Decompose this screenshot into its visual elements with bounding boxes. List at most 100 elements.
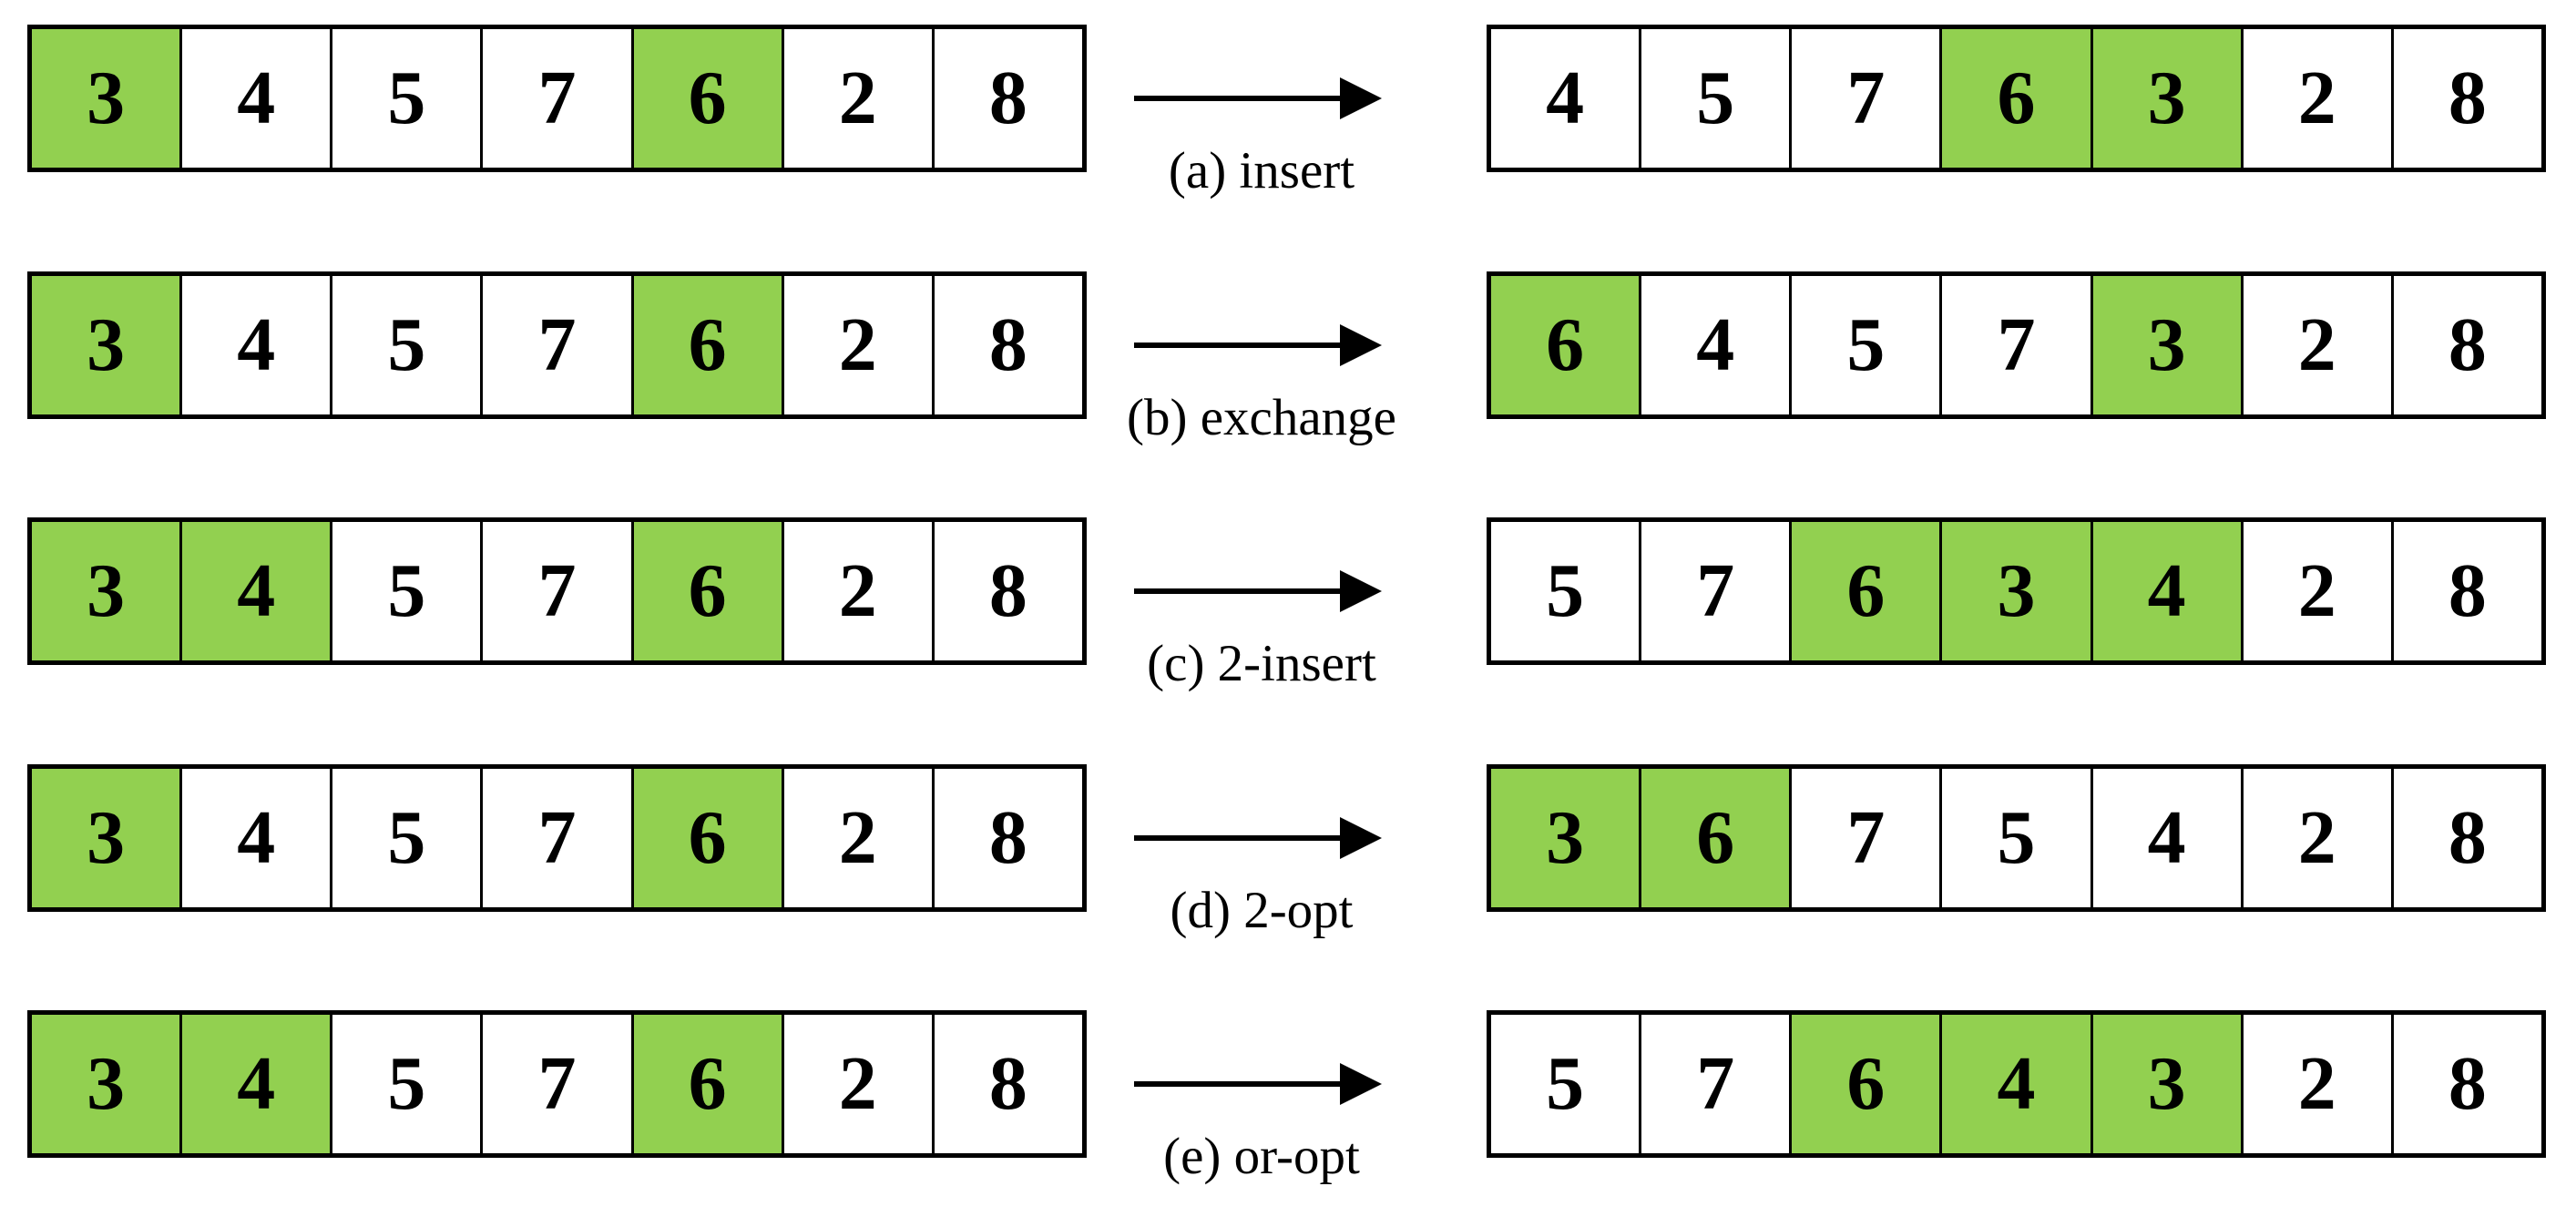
array-cell: 8 [2390, 29, 2541, 168]
array-cell: 3 [1491, 769, 1640, 907]
array-cell: 7 [480, 769, 631, 907]
cell-value: 8 [988, 1041, 1027, 1126]
array-cell: 2 [2240, 1015, 2391, 1153]
cell-value: 6 [688, 302, 727, 387]
cell-value: 7 [537, 548, 577, 633]
cell-value: 7 [537, 1041, 577, 1126]
cell-value: 5 [387, 795, 426, 880]
operator-label: (a) insert [1168, 142, 1355, 199]
array-cell: 3 [2090, 276, 2241, 414]
array-cell: 6 [630, 769, 782, 907]
cell-value: 6 [1846, 548, 1886, 633]
cell-value: 4 [2147, 795, 2186, 880]
array-cell: 2 [781, 1015, 932, 1153]
cell-value: 4 [237, 56, 276, 140]
cell-value: 2 [2297, 302, 2336, 387]
array-cell: 6 [1939, 29, 2090, 168]
array-cell: 3 [32, 1015, 180, 1153]
array-cell: 8 [2390, 276, 2541, 414]
cell-value: 7 [537, 56, 577, 140]
array-cell: 4 [2090, 769, 2241, 907]
cell-value: 5 [387, 56, 426, 140]
operator-label: (e) or-opt [1163, 1128, 1360, 1185]
arrow-head [1340, 77, 1382, 119]
transition: (c) 2-insert [1134, 517, 1389, 692]
arrow-line [1134, 96, 1345, 101]
cell-value: 7 [1696, 1041, 1735, 1126]
transition: (b) exchange [1127, 271, 1396, 446]
cell-value: 4 [237, 302, 276, 387]
cell-value: 3 [1546, 795, 1585, 880]
arrow-right-icon [1134, 570, 1382, 612]
array-cell: 2 [781, 522, 932, 660]
cell-value: 5 [1696, 56, 1735, 140]
cell-value: 4 [237, 548, 276, 633]
cell-value: 2 [2297, 548, 2336, 633]
cell-value: 5 [387, 1041, 426, 1126]
cell-value: 5 [1546, 548, 1585, 633]
cell-value: 4 [237, 1041, 276, 1126]
array-cell: 5 [1939, 769, 2090, 907]
cell-value: 2 [2297, 56, 2336, 140]
array-cell: 4 [2090, 522, 2241, 660]
cell-value: 8 [2448, 548, 2487, 633]
array-cell: 8 [931, 276, 1082, 414]
operator-label: (d) 2-opt [1170, 882, 1354, 939]
array-cell: 3 [2090, 1015, 2241, 1153]
array-cell: 6 [1789, 1015, 1940, 1153]
cell-value: 2 [2297, 1041, 2336, 1126]
cell-value: 8 [988, 795, 1027, 880]
cell-value: 2 [838, 1041, 877, 1126]
cell-value: 5 [1546, 1041, 1585, 1126]
array-cell: 7 [1939, 276, 2090, 414]
cell-value: 2 [838, 795, 877, 880]
array-cell: 3 [32, 769, 180, 907]
array-cell: 3 [32, 29, 180, 168]
cell-value: 4 [1696, 302, 1735, 387]
array-cell: 4 [179, 522, 331, 660]
array-cell: 2 [781, 29, 932, 168]
array-cell: 8 [931, 1015, 1082, 1153]
cell-value: 4 [237, 795, 276, 880]
array-cell: 3 [32, 276, 180, 414]
cell-value: 4 [1546, 56, 1585, 140]
cell-value: 8 [988, 302, 1027, 387]
array-cell: 7 [480, 522, 631, 660]
operator-label: (c) 2-insert [1147, 635, 1376, 692]
cell-value: 7 [1997, 302, 2036, 387]
array-cell: 3 [2090, 29, 2241, 168]
array-cell: 7 [1789, 769, 1940, 907]
arrow-line [1134, 343, 1345, 348]
arrow-head [1340, 817, 1382, 859]
cell-value: 7 [1846, 56, 1886, 140]
array-cell: 7 [480, 276, 631, 414]
array-cell: 2 [781, 276, 932, 414]
cell-value: 6 [688, 56, 727, 140]
array-cell: 4 [179, 276, 331, 414]
cell-value: 6 [1546, 302, 1585, 387]
cell-value: 4 [2147, 548, 2186, 633]
array-cell: 4 [179, 29, 331, 168]
arrow-head [1340, 570, 1382, 612]
cell-value: 7 [537, 302, 577, 387]
cell-value: 2 [838, 56, 877, 140]
cell-value: 3 [87, 795, 126, 880]
cell-value: 4 [1997, 1041, 2036, 1126]
cell-value: 2 [2297, 795, 2336, 880]
transition: (e) or-opt [1134, 1010, 1389, 1185]
array-cell: 2 [781, 769, 932, 907]
array-cell: 4 [1639, 276, 1790, 414]
array-cell: 5 [330, 276, 481, 414]
cell-value: 6 [688, 548, 727, 633]
array-cell: 5 [1639, 29, 1790, 168]
cell-value: 8 [2448, 56, 2487, 140]
array-cell: 6 [1491, 276, 1640, 414]
